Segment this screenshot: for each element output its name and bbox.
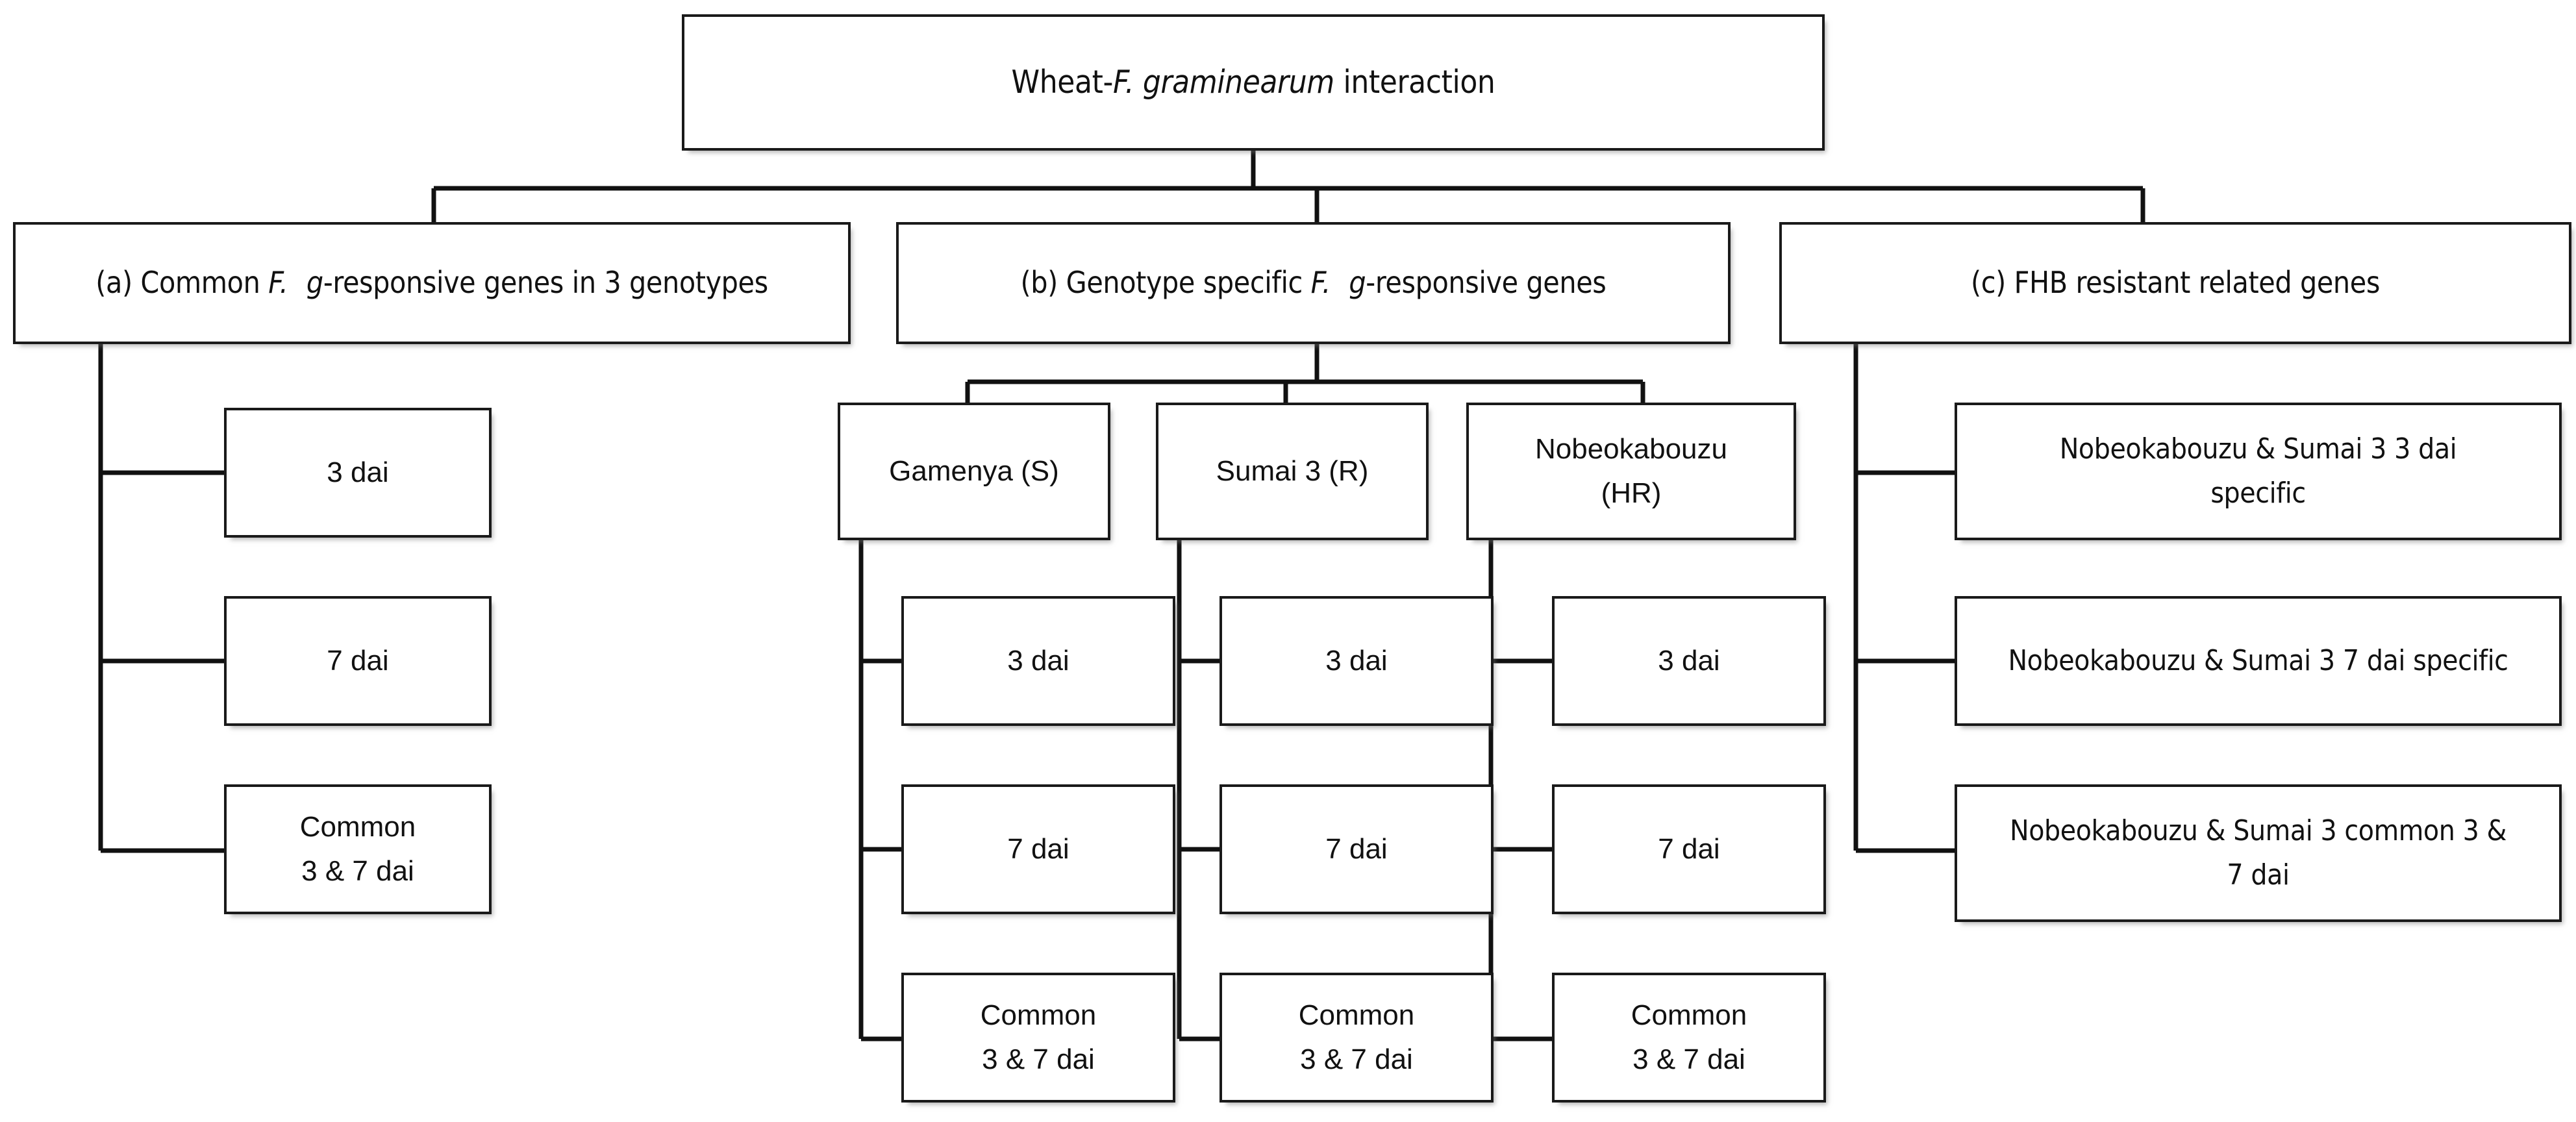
node-genotype-nobeokabouzu-label: Nobeokabouzu(HR) (1534, 432, 1727, 509)
node-a-child-2-label: 7 dai (327, 644, 389, 677)
node-gamenya-child-1-label: 3 dai (1007, 644, 1069, 677)
node-branch-c-label: (c) FHB resistant related genes (1971, 265, 2380, 301)
node-a-child-1[interactable]: 3 dai (224, 408, 492, 538)
node-sumai3-child-1[interactable]: 3 dai (1219, 596, 1494, 726)
node-c-child-3[interactable]: Nobeokabouzu & Sumai 3 common 3 &7 dai (1955, 784, 2562, 922)
node-genotype-sumai3[interactable]: Sumai 3 (R) (1156, 403, 1429, 540)
node-nobeokabouzu-child-2-label: 7 dai (1658, 832, 1720, 865)
node-gamenya-child-2-label: 7 dai (1007, 832, 1069, 865)
node-c-child-2[interactable]: Nobeokabouzu & Sumai 3 7 dai specific (1955, 596, 2562, 726)
node-a-child-1-label: 3 dai (327, 456, 389, 488)
node-genotype-sumai3-label: Sumai 3 (R) (1216, 455, 1369, 487)
node-branch-b[interactable]: (b) Genotype specific F.g-responsive gen… (896, 222, 1731, 344)
node-branch-a[interactable]: (a) Common F.g-responsive genes in 3 gen… (13, 222, 851, 344)
node-c-child-3-label: Nobeokabouzu & Sumai 3 common 3 &7 dai (2009, 814, 2507, 891)
node-gamenya-child-1[interactable]: 3 dai (901, 596, 1175, 726)
node-sumai3-child-2[interactable]: 7 dai (1219, 784, 1494, 914)
node-root-label: Wheat-F. graminearum interaction (1011, 64, 1495, 101)
node-root[interactable]: Wheat-F. graminearum interaction (682, 14, 1825, 151)
node-nobeokabouzu-child-1-label: 3 dai (1658, 644, 1720, 677)
node-a-child-2[interactable]: 7 dai (224, 596, 492, 726)
node-c-child-2-label: Nobeokabouzu & Sumai 3 7 dai specific (2008, 643, 2508, 677)
node-branch-a-label: (a) Common F.g-responsive genes in 3 gen… (95, 265, 768, 301)
node-sumai3-child-1-label: 3 dai (1325, 644, 1388, 677)
node-nobeokabouzu-child-2[interactable]: 7 dai (1552, 784, 1826, 914)
node-sumai3-child-2-label: 7 dai (1325, 832, 1388, 865)
node-branch-c[interactable]: (c) FHB resistant related genes (1779, 222, 2571, 344)
node-genotype-nobeokabouzu[interactable]: Nobeokabouzu(HR) (1466, 403, 1796, 540)
node-branch-b-label: (b) Genotype specific F.g-responsive gen… (1020, 265, 1607, 301)
node-gamenya-child-2[interactable]: 7 dai (901, 784, 1175, 914)
node-genotype-gamenya-label: Gamenya (S) (889, 455, 1059, 487)
node-genotype-gamenya[interactable]: Gamenya (S) (838, 403, 1110, 540)
node-nobeokabouzu-child-1[interactable]: 3 dai (1552, 596, 1826, 726)
